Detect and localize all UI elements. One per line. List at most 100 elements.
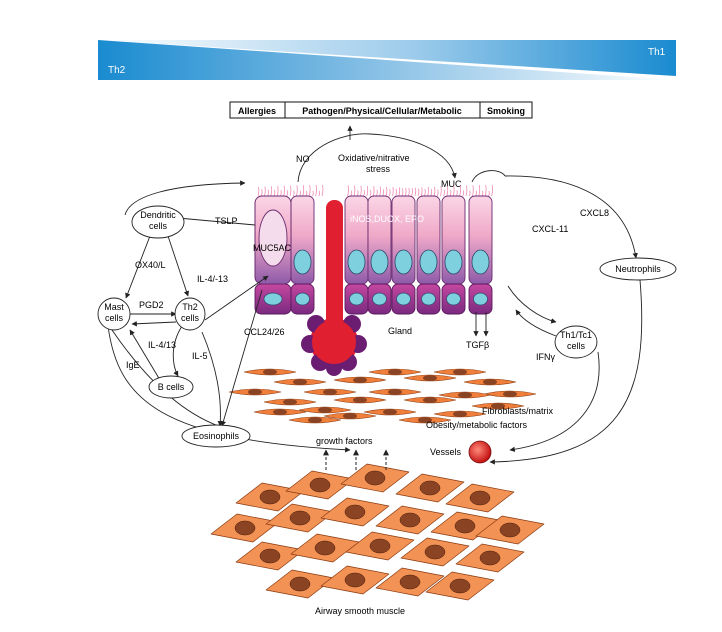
muscle-nucleus	[499, 522, 521, 538]
ifng-label: IFNγ	[536, 352, 555, 362]
basal-nucleus	[421, 292, 436, 306]
cilium	[385, 186, 388, 197]
svg-text:Th1/Tc1: Th1/Tc1	[560, 330, 592, 340]
cilium	[270, 186, 273, 197]
cilium	[273, 189, 276, 197]
fibroblast-nucleus	[491, 403, 505, 409]
svg-text:cells: cells	[181, 313, 200, 323]
cilium	[292, 190, 295, 197]
th1-wedge	[98, 40, 676, 76]
cell-nucleus	[444, 249, 463, 275]
pgd2-label: PGD2	[139, 300, 164, 310]
smooth-muscle-label: Airway smooth muscle	[315, 606, 405, 616]
cilium	[376, 189, 378, 197]
cilium	[267, 189, 269, 197]
cxcl11-label: CXCL-11	[532, 224, 568, 234]
cilium	[392, 187, 394, 197]
cilium	[264, 186, 266, 197]
cilium	[481, 190, 484, 197]
ccl-label: CCL24/26	[244, 327, 285, 337]
cxcl8-label: CXCL8	[580, 208, 609, 218]
cell-nucleus	[347, 249, 366, 275]
mucus-granule	[258, 209, 288, 267]
obesity-label: Obesity/metabolic factors	[426, 420, 528, 430]
cilium	[305, 190, 308, 197]
fibroblast-nucleus	[273, 409, 287, 415]
fibroblast-nucleus	[388, 369, 402, 375]
muscle-nucleus	[454, 518, 476, 534]
cilium	[379, 186, 381, 197]
cilium	[472, 185, 474, 197]
cilium	[424, 188, 426, 197]
cilium	[366, 185, 369, 197]
cilium	[315, 184, 317, 197]
muscle-nucleus	[289, 510, 311, 526]
muscle-nucleus	[344, 504, 366, 520]
il413-left-label: IL-4/13	[148, 340, 176, 350]
cilium	[350, 190, 353, 197]
muscle-nucleus	[369, 538, 391, 554]
mast-cells: Mast cells	[97, 297, 131, 331]
svg-text:B cells: B cells	[158, 382, 185, 392]
cilium	[488, 190, 490, 197]
cilium	[491, 184, 493, 197]
vessels-label: Vessels	[430, 447, 462, 457]
cilium	[372, 186, 375, 197]
fibroblast-nucleus	[318, 407, 332, 413]
fibroblast-nucleus	[323, 389, 337, 395]
muscle-nucleus	[314, 540, 336, 556]
growth-factors-label: growth factors	[316, 436, 373, 446]
cell-nucleus	[419, 249, 438, 275]
cilium	[302, 185, 305, 197]
cilium	[388, 188, 391, 197]
fibroblast-nucleus	[383, 409, 397, 415]
th1-label: Th1	[648, 47, 666, 58]
fibroblast-nucleus	[308, 417, 322, 423]
svg-text:Dendritic: Dendritic	[140, 210, 176, 220]
inos-label: iNOS,DUOX, EPO	[350, 214, 424, 224]
cilium	[408, 187, 410, 197]
svg-text:Mast: Mast	[104, 302, 124, 312]
basal-nucleus	[372, 292, 387, 306]
cilium	[286, 190, 289, 197]
oxidative-line1: Oxidative/nitrative	[338, 153, 410, 163]
cilium	[404, 187, 407, 197]
trigger-boxes: Allergies Pathogen/Physical/Cellular/Met…	[229, 101, 533, 119]
cilium	[443, 189, 445, 197]
oxidative-line2: stress	[366, 164, 391, 174]
cilium	[427, 186, 429, 197]
growth-factor-arrows	[323, 449, 389, 470]
ige-label: IgE	[126, 360, 140, 370]
b-cells: B cells	[148, 375, 194, 399]
cilium	[369, 189, 372, 197]
trigger-smoking: Smoking	[487, 106, 525, 116]
fibroblasts-label: Fibroblasts/matrix	[482, 406, 554, 416]
cilium	[395, 188, 397, 197]
cilium	[308, 185, 311, 197]
il5-label: IL-5	[192, 351, 208, 361]
dendritic-cells: Dendritic cells	[131, 205, 185, 239]
cilium	[280, 190, 282, 197]
basal-nucleus	[349, 292, 364, 306]
cilium	[446, 186, 449, 197]
fibroblast-nucleus	[353, 377, 367, 383]
cilium	[321, 184, 324, 197]
cilium	[449, 189, 452, 197]
fibroblast-nucleus	[263, 369, 277, 375]
th2-label: Th2	[108, 65, 126, 76]
cilium	[312, 190, 314, 197]
oxidative-arrows	[124, 125, 506, 216]
fibroblast-nucleus	[453, 369, 467, 375]
fibroblast-nucleus	[503, 391, 517, 397]
neutrophils: Neutrophils	[599, 257, 677, 281]
cilium	[276, 185, 279, 197]
cilium	[411, 188, 413, 197]
fibroblast-nucleus	[388, 389, 402, 395]
fibroblast-nucleus	[423, 375, 437, 381]
fibroblast-nucleus	[423, 397, 437, 403]
cilium	[347, 185, 349, 197]
muc5ac-label: MUC5AC	[253, 243, 292, 253]
basal-nucleus	[263, 292, 283, 306]
smooth-muscle-layer	[210, 463, 545, 601]
cilium	[299, 190, 301, 197]
